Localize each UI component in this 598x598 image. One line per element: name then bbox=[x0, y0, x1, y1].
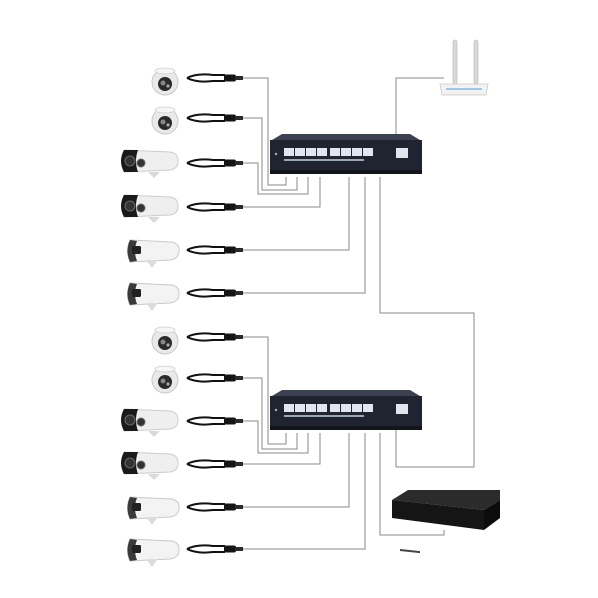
bullet-camera-icon bbox=[127, 496, 180, 526]
group-1 bbox=[120, 39, 489, 468]
dome-camera-icon bbox=[151, 67, 179, 96]
bullet-camera-icon bbox=[120, 408, 179, 438]
router-icon bbox=[439, 39, 489, 96]
wire-cam3 bbox=[238, 162, 309, 195]
wire-cam9 bbox=[238, 420, 309, 454]
poe-cable-icon bbox=[186, 332, 244, 342]
wire-cam11 bbox=[238, 433, 350, 508]
poe-cable-icon bbox=[186, 245, 244, 255]
wire-cam1 bbox=[238, 77, 287, 186]
wire-cam2 bbox=[238, 117, 298, 191]
bullet-camera-icon bbox=[127, 538, 180, 568]
bullet-camera-icon bbox=[120, 451, 179, 481]
bullet-camera-icon bbox=[127, 239, 180, 269]
wire-cam7 bbox=[238, 336, 287, 445]
wire-cam5 bbox=[238, 177, 350, 251]
poe-cable-icon bbox=[186, 416, 244, 426]
bullet-camera-icon bbox=[120, 149, 179, 179]
poe-cable-icon bbox=[186, 113, 244, 123]
poe-cable-icon bbox=[186, 73, 244, 83]
poe-cable-icon bbox=[186, 544, 244, 554]
wire-cam8 bbox=[238, 377, 298, 450]
wire-nvr bbox=[379, 433, 445, 536]
poe-switch-icon bbox=[270, 390, 422, 430]
nvr-icon bbox=[392, 490, 500, 554]
dome-camera-icon bbox=[151, 365, 179, 394]
wire-cam10 bbox=[238, 433, 321, 465]
wire-cascade bbox=[379, 177, 475, 468]
poe-cable-icon bbox=[186, 158, 244, 168]
wire-cam12 bbox=[238, 433, 366, 550]
poe-cable-icon bbox=[186, 373, 244, 383]
poe-switch-icon bbox=[270, 134, 422, 174]
group-2 bbox=[120, 326, 500, 568]
poe-cable-icon bbox=[186, 202, 244, 212]
dome-camera-icon bbox=[151, 106, 179, 135]
bullet-camera-icon bbox=[127, 282, 180, 312]
wire-cam6 bbox=[238, 177, 366, 294]
wire-router bbox=[395, 77, 444, 160]
wire-cam4 bbox=[238, 177, 321, 208]
poe-cable-icon bbox=[186, 502, 244, 512]
dome-camera-icon bbox=[151, 326, 179, 355]
bullet-camera-icon bbox=[120, 194, 179, 224]
poe-cable-icon bbox=[186, 459, 244, 469]
poe-cable-icon bbox=[186, 288, 244, 298]
